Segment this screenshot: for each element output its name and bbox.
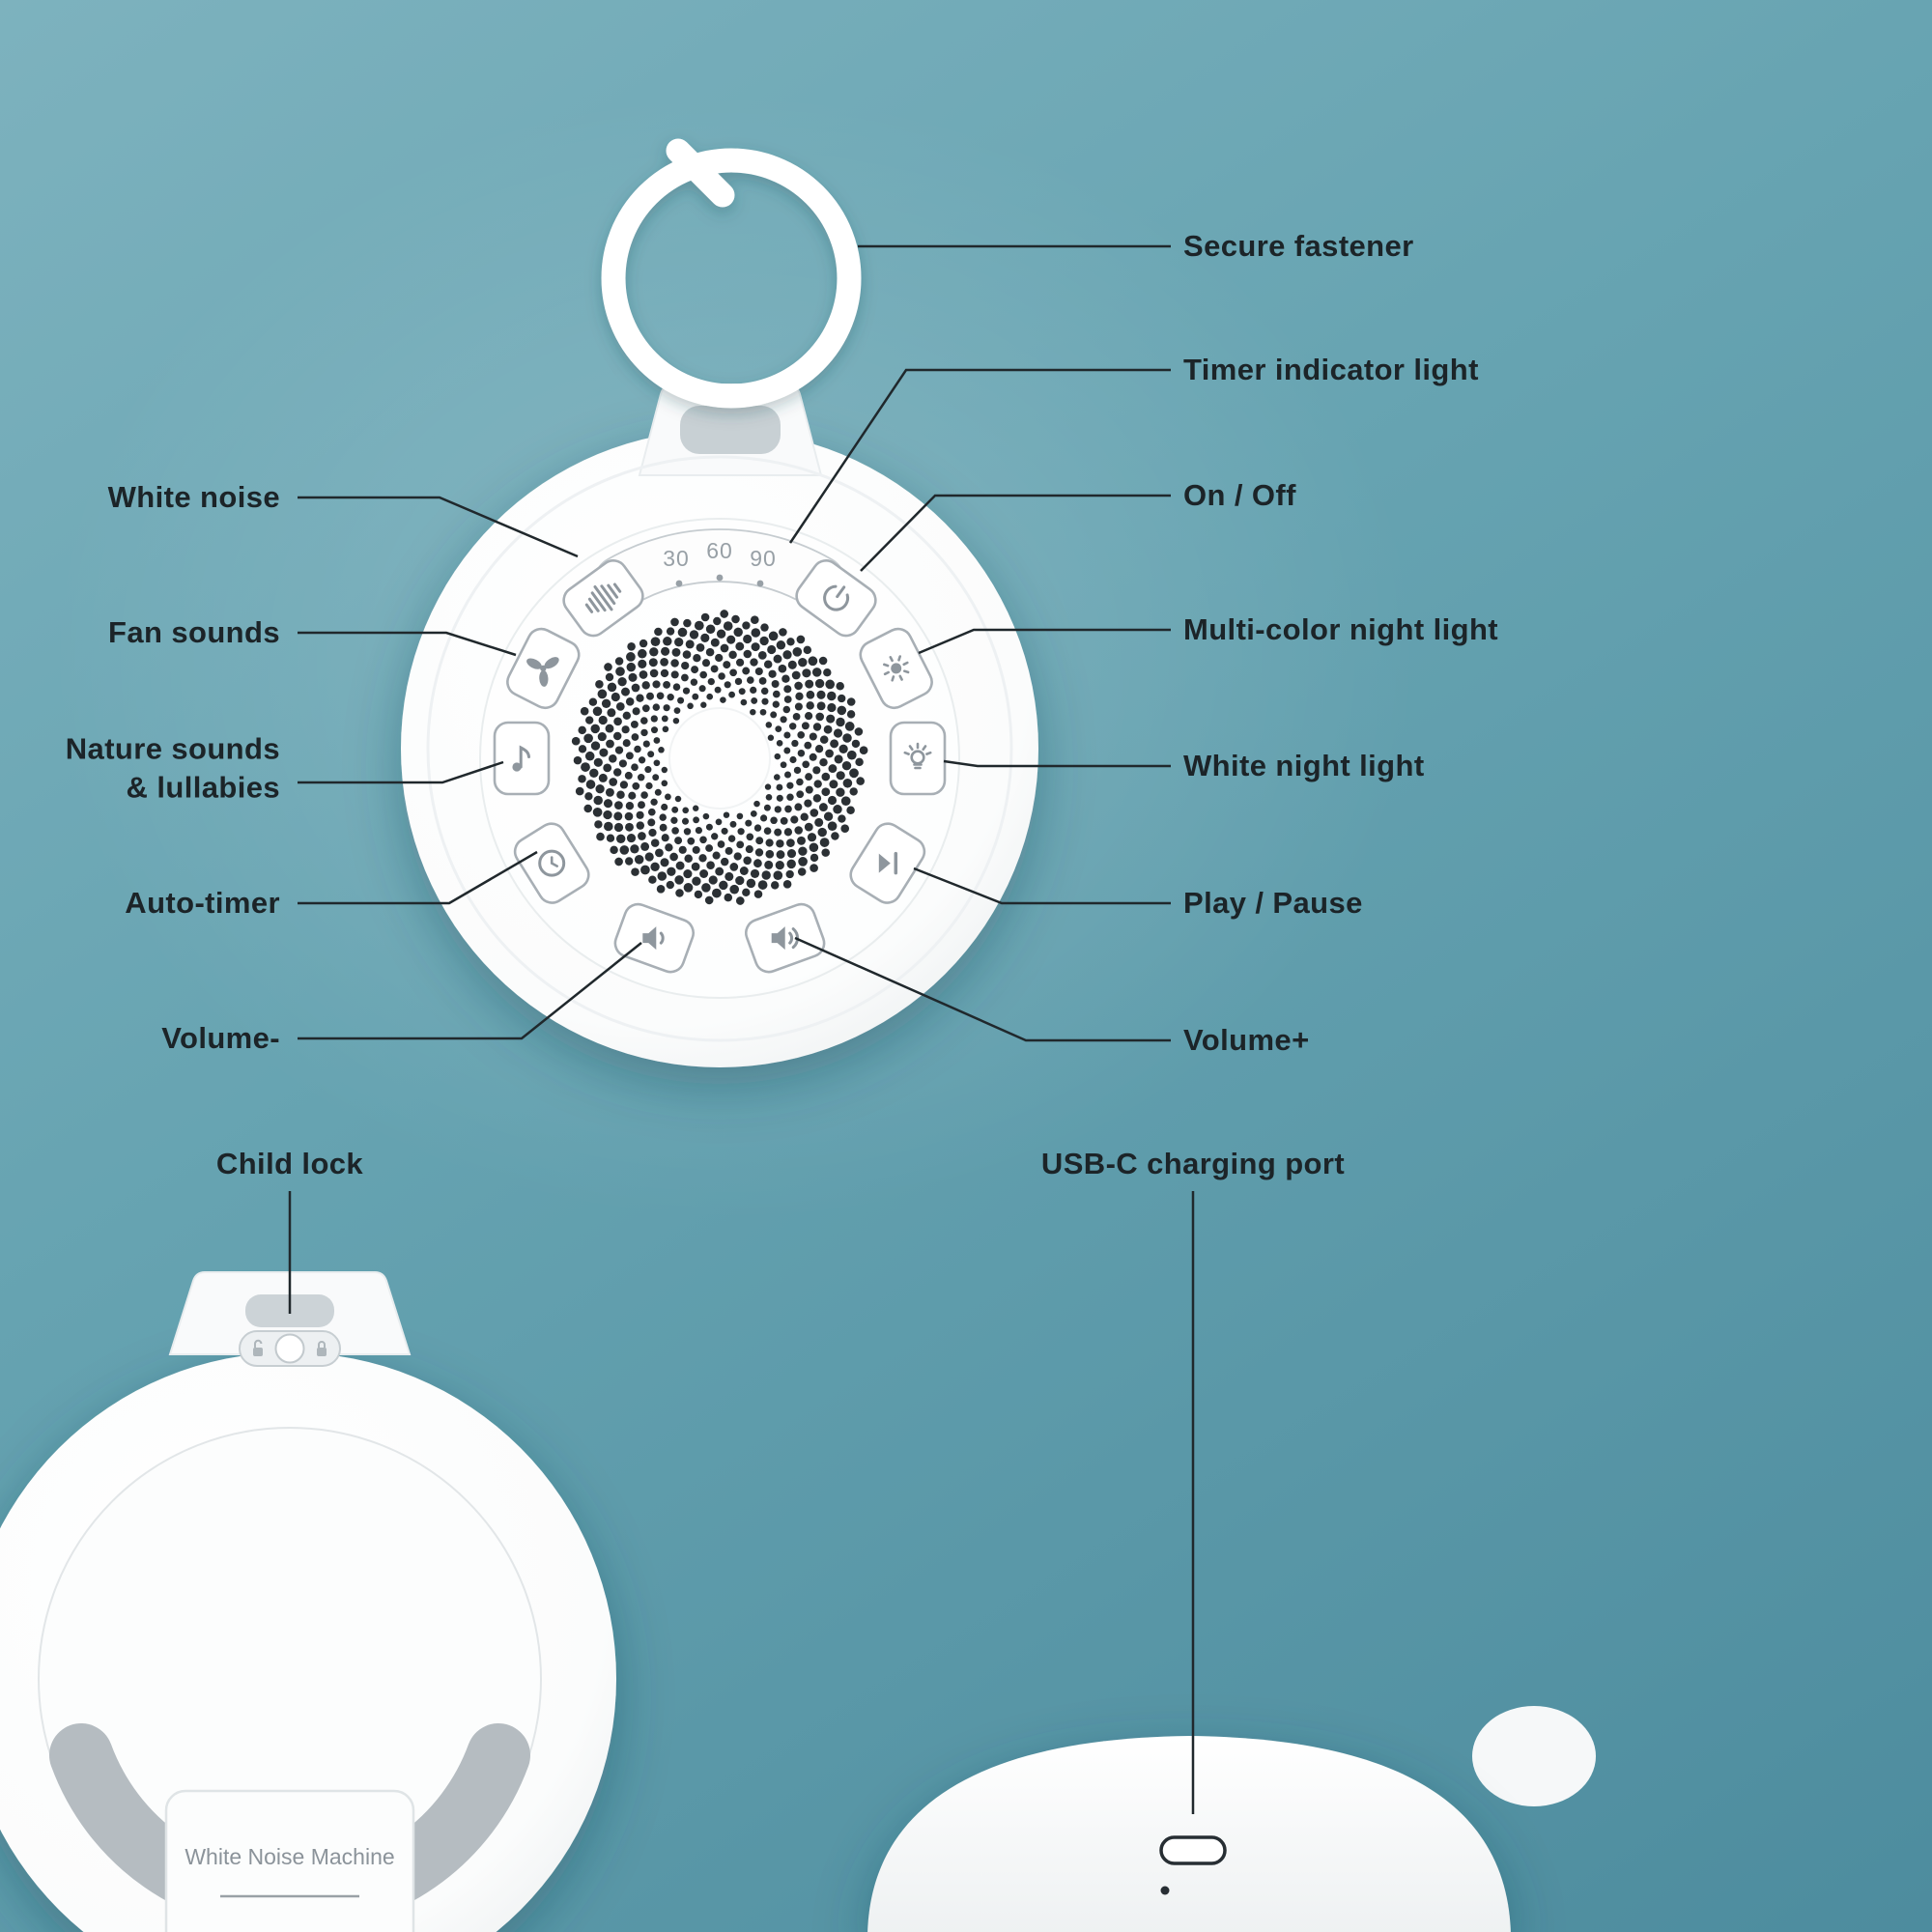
usb-c-port — [1159, 1835, 1227, 1865]
timer-indicator: 30 60 90 — [593, 528, 846, 610]
callout-label-play-pause: Play / Pause — [1183, 886, 1363, 921]
music-note-icon — [512, 745, 530, 772]
callout-label-volume-minus: Volume- — [161, 1021, 280, 1056]
white-noise-button — [562, 559, 644, 638]
power-icon — [823, 584, 850, 611]
timer-mark-90: 90 — [750, 546, 777, 571]
bulb-icon — [903, 742, 932, 770]
callout-lines — [288, 244, 1195, 1814]
callout-label-white-noise: White noise — [107, 480, 280, 515]
timer-mark-30: 30 — [663, 546, 690, 571]
play-pause-button — [849, 822, 926, 904]
speaker-center — [668, 707, 771, 810]
speaker-grille — [571, 610, 868, 905]
callout-label-multi-color-light: Multi-color night light — [1183, 612, 1499, 647]
callout-line-timer-indicator — [788, 368, 1171, 544]
volume-up-button — [744, 902, 826, 974]
callout-line-volume-minus — [298, 942, 642, 1040]
timer-mark-60: 60 — [706, 538, 733, 563]
lock-icon — [317, 1341, 327, 1356]
callout-label-timer-indicator: Timer indicator light — [1183, 353, 1479, 387]
child-lock-knob — [274, 1333, 305, 1364]
callout-label-nature-sounds: Nature sounds & lullabies — [65, 731, 280, 804]
back-label-text: White Noise Machine — [185, 1844, 394, 1869]
device-rim — [426, 455, 1013, 1042]
callout-line-auto-timer — [298, 850, 538, 905]
multi-color-night-light-button — [859, 627, 933, 710]
callout-line-play-pause — [913, 867, 1171, 905]
callout-label-secure-fastener: Secure fastener — [1183, 229, 1414, 264]
fan-icon — [526, 657, 559, 687]
unlock-icon — [253, 1339, 263, 1356]
callout-line-fan-sounds — [298, 631, 517, 657]
white-night-light-button — [889, 721, 947, 796]
callout-label-white-light: White night light — [1183, 749, 1425, 783]
device-front-view: 30 60 90 — [401, 384, 1038, 1067]
fastener-clasp — [666, 138, 735, 208]
callout-line-white-light — [943, 759, 1171, 768]
callout-label-child-lock: Child lock — [215, 1147, 364, 1181]
device-back-view: White Noise Machine — [0, 1271, 616, 1932]
auto-timer-button — [513, 822, 590, 904]
play-pause-icon — [878, 851, 898, 875]
callout-label-auto-timer: Auto-timer — [125, 886, 280, 921]
callout-label-usb-c-port: USB-C charging port — [1040, 1147, 1346, 1181]
sun-icon — [883, 655, 910, 682]
callout-line-white-noise — [298, 496, 579, 558]
callout-line-on-off — [860, 494, 1171, 572]
callout-line-volume-plus — [794, 936, 1171, 1042]
handle-hole — [680, 406, 781, 454]
clock-icon — [538, 849, 566, 877]
nature-sounds-button — [493, 721, 551, 796]
callout-label-volume-plus: Volume+ — [1183, 1023, 1310, 1058]
side-ring-piece — [1472, 1706, 1596, 1806]
secure-fastener-ring — [601, 138, 862, 409]
fastener-loop — [601, 148, 862, 409]
callout-label-fan-sounds: Fan sounds — [108, 615, 280, 650]
device-side-view — [867, 1706, 1596, 1932]
timer-indicator-dot — [716, 574, 724, 582]
volume-down-button — [613, 902, 696, 974]
white-noise-icon — [584, 582, 622, 613]
callout-line-nature-sounds — [298, 760, 504, 784]
callout-label-on-off: On / Off — [1183, 478, 1296, 513]
callout-line-multi-color-light — [918, 628, 1171, 655]
timer-indicator-dot — [756, 580, 764, 587]
power-button — [795, 559, 877, 638]
child-lock-slider — [239, 1330, 341, 1367]
side-indicator-dot — [1160, 1886, 1170, 1895]
fan-sounds-button — [506, 627, 581, 710]
side-body — [867, 1736, 1511, 1932]
timer-indicator-dot — [675, 580, 683, 587]
